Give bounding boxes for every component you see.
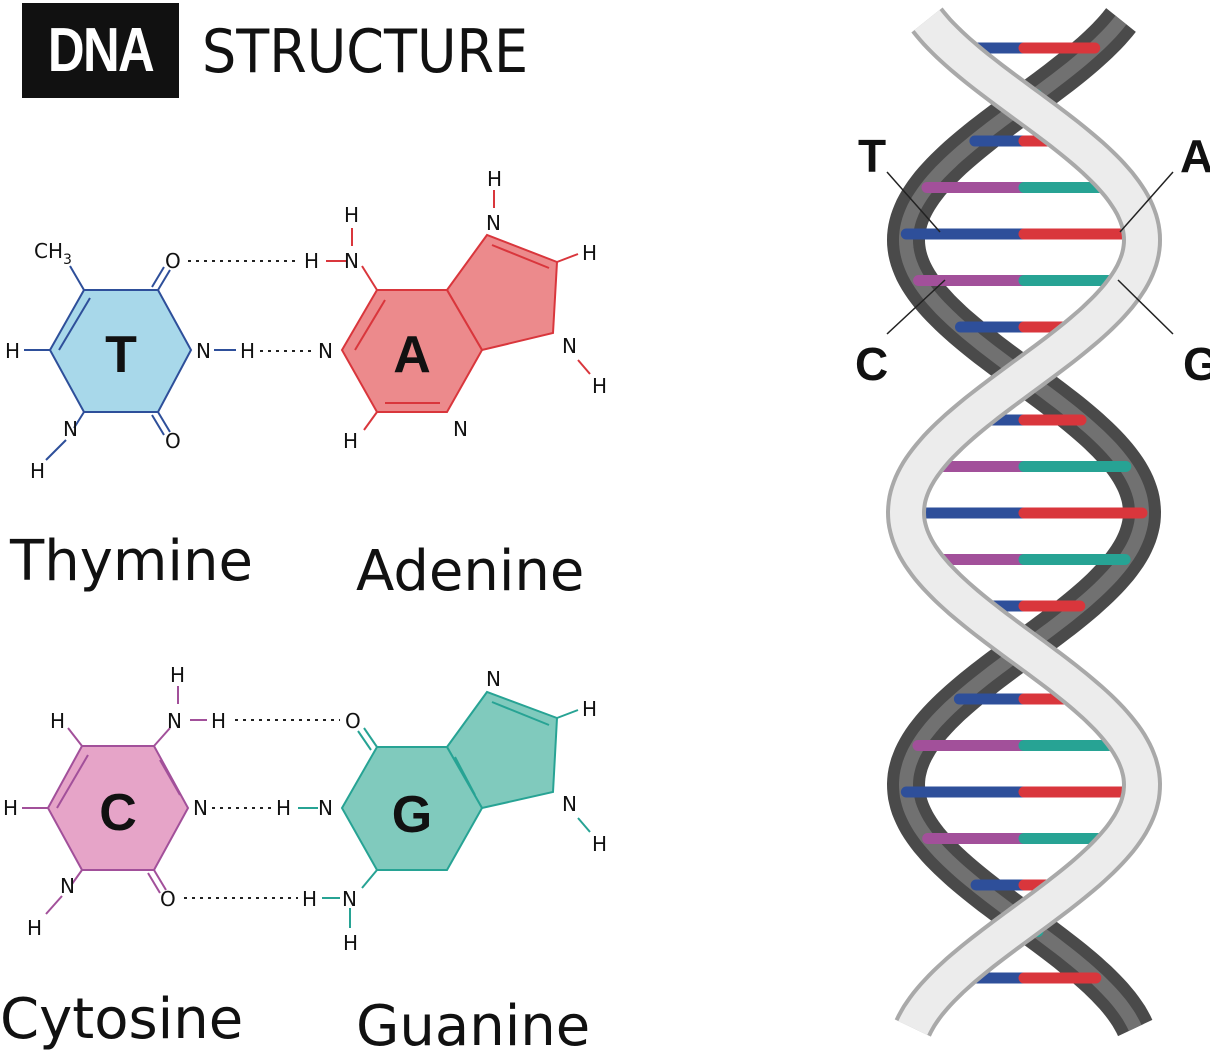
adenine-name: Adenine — [356, 539, 585, 604]
helix-g-pointer — [1117, 279, 1174, 335]
cytosine-o-bottom: O — [160, 887, 176, 911]
thymine-o-top: O — [165, 249, 181, 273]
title-structure: STRUCTURE — [202, 17, 529, 87]
adenine-h-five-top: H — [487, 167, 502, 191]
cytosine-n-right: N — [193, 796, 208, 820]
cytosine-n-bottom: N — [60, 874, 75, 898]
cytosine-h-top: H — [170, 663, 185, 687]
thymine-n-bottom: N — [63, 417, 78, 441]
adenine-h-left: H — [343, 429, 358, 453]
guanine-name: Guanine — [356, 994, 591, 1059]
guanine-n-five-right: N — [562, 792, 577, 816]
cytosine-letter: C — [99, 784, 137, 842]
guanine-n-five-top: N — [486, 667, 501, 691]
guanine-n-bottom: N — [342, 887, 357, 911]
thymine-h-left: H — [5, 339, 20, 363]
guanine-h-nh: H — [592, 832, 607, 856]
guanine-o-top: O — [345, 709, 361, 733]
cytosine-molecule: C H N H H H N O N H — [3, 663, 226, 940]
adenine-ring — [340, 289, 484, 413]
adenine-n-five-right: N — [562, 334, 577, 358]
thymine-n-right: N — [196, 339, 211, 363]
guanine-molecule: G O H N H N H N H N H — [276, 667, 607, 955]
guanine-h-amine: H — [302, 887, 317, 911]
double-helix — [885, 7, 1163, 1037]
helix-c-pointer — [886, 279, 946, 335]
guanine-h-five-right: H — [582, 697, 597, 721]
guanine-n-left: N — [318, 796, 333, 820]
adenine-h-top: H — [344, 203, 359, 227]
helix-strand-front — [889, 10, 1159, 1035]
title-dna: DNA — [47, 16, 155, 85]
cytosine-name: Cytosine — [0, 987, 244, 1052]
helix-label-g: G — [1183, 338, 1210, 390]
thymine-name: Thymine — [10, 529, 253, 594]
adenine-h-nh: H — [592, 374, 607, 398]
guanine-ring — [340, 746, 484, 871]
thymine-ch3: CH3 — [34, 239, 72, 268]
helix-label-t: T — [858, 130, 886, 182]
adenine-h-five-right: H — [582, 241, 597, 265]
helix-label-a: A — [1180, 130, 1210, 182]
helix-a-pointer — [1119, 171, 1174, 233]
adenine-n-bottom: N — [453, 417, 468, 441]
adenine-letter: A — [393, 326, 431, 384]
helix-label-c: C — [855, 338, 888, 390]
guanine-letter: G — [392, 786, 432, 844]
cytosine-n-top: N — [167, 709, 182, 733]
helix-t-pointer — [886, 171, 941, 233]
adenine-n-left: N — [318, 339, 333, 363]
cytosine-h-amine: H — [211, 709, 226, 733]
title-badge — [22, 3, 179, 98]
thymine-molecule: T CH3 O H N H O N H — [5, 239, 255, 483]
thymine-o-bottom: O — [165, 429, 181, 453]
thymine-letter: T — [105, 326, 137, 384]
thymine-h-bottom: H — [30, 459, 45, 483]
adenine-h-amine: H — [304, 249, 319, 273]
adenine-n-top: N — [344, 249, 359, 273]
adenine-n-five-top: N — [486, 211, 501, 235]
guanine-h-bond: H — [276, 796, 291, 820]
adenine-molecule: A H N H N H N N H H N H — [304, 167, 607, 453]
cytosine-h-left: H — [3, 796, 18, 820]
cytosine-h-bottom: H — [27, 916, 42, 940]
thymine-h-bond: H — [240, 339, 255, 363]
cytosine-h-upper-left: H — [50, 709, 65, 733]
guanine-h-bottom: H — [343, 931, 358, 955]
